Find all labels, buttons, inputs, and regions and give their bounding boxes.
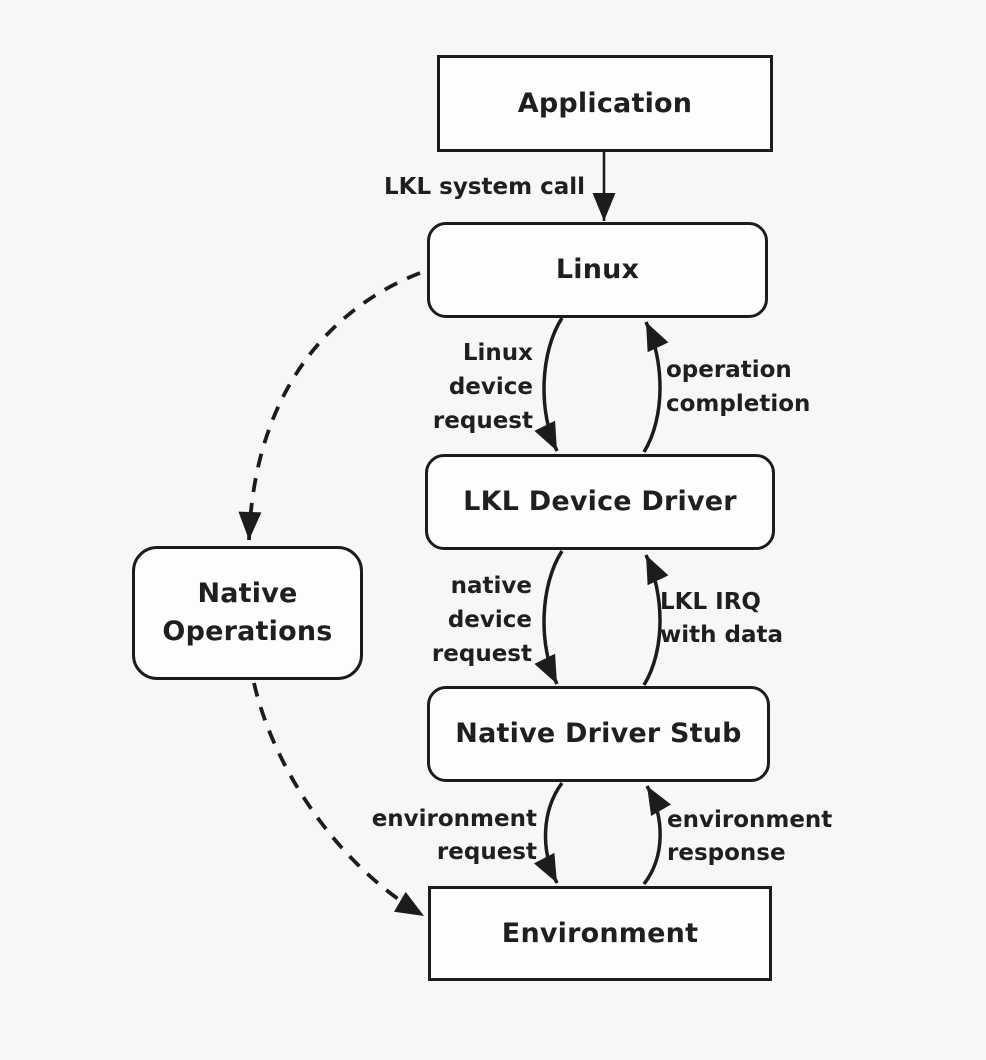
node-environment: Environment [428,886,772,981]
arrow-environment-response [642,785,671,886]
arrow-lkl-irq-with-data [642,554,669,686]
node-application: Application [437,55,773,152]
node-native-driver-stub: Native Driver Stub [427,686,770,782]
arrow-native-device-request [534,550,564,685]
dashed-arrow-native-operations-to-environment [252,682,425,918]
dashed-arrow-linux-to-native-operations [238,271,421,541]
arrow-linux-device-request [534,317,564,452]
edge-label-environment-request: environment request [371,806,537,865]
node-lkl-device-driver: LKL Device Driver [425,454,775,550]
edge-label-linux-device-request: Linux device request [432,340,533,434]
arrow-operation-completion [642,321,669,453]
edge-label-native-device-request: native device request [431,573,532,667]
edge-label-environment-response: environment response [667,807,833,866]
edge-label-lkl-irq-with-data: LKL IRQ with data [660,589,784,648]
node-native-operations: Native Operations [132,546,363,680]
arrow-environment-request [533,781,564,884]
edge-label-lkl-system-call: LKL system call [383,174,585,200]
node-linux: Linux [427,222,768,318]
edge-label-operation-completion: operation completion [666,357,811,417]
